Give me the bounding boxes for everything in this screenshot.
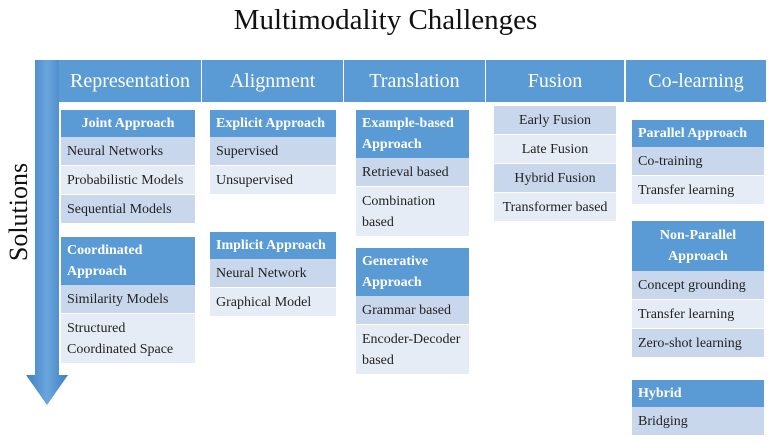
column-header-alignment: Alignment — [202, 60, 343, 102]
list-item: Transfer learning — [632, 176, 764, 205]
group-header: Hybrid — [632, 380, 764, 407]
group-header: Explicit Approach — [210, 110, 336, 137]
list-item: Early Fusion — [494, 106, 616, 135]
group-header: Coordinated Approach — [61, 237, 195, 285]
column-header-translation: Translation — [344, 60, 485, 102]
list-item: Retrieval based — [356, 158, 469, 187]
list-item: Combination based — [356, 187, 469, 237]
list-item: Graphical Model — [210, 288, 336, 317]
group-non-parallel-approach: Non-Parallel Approach Concept grounding … — [632, 221, 764, 358]
list-item: Transfer learning — [632, 300, 764, 329]
group-hybrid: Hybrid Bridging — [632, 380, 764, 436]
list-item: Late Fusion — [494, 135, 616, 164]
list-item: Zero-shot learning — [632, 329, 764, 358]
list-item: Neural Networks — [61, 137, 195, 166]
group-header: Joint Approach — [61, 110, 195, 137]
group-header: Non-Parallel Approach — [632, 221, 764, 271]
group-header: Parallel Approach — [632, 120, 764, 147]
group-explicit-approach: Explicit Approach Supervised Unsupervise… — [210, 110, 336, 195]
group-header: Implicit Approach — [210, 232, 336, 259]
group-parallel-approach: Parallel Approach Co-training Transfer l… — [632, 120, 764, 205]
list-item: Structured Coordinated Space — [61, 314, 195, 364]
list-item: Unsupervised — [210, 166, 336, 195]
list-item: Co-training — [632, 147, 764, 176]
group-header: Generative Approach — [356, 248, 469, 296]
list-item: Encoder-Decoder based — [356, 325, 469, 375]
group-coordinated-approach: Coordinated Approach Similarity Models S… — [61, 237, 195, 364]
group-implicit-approach: Implicit Approach Neural Network Graphic… — [210, 232, 336, 317]
group-joint-approach: Joint Approach Neural Networks Probabili… — [61, 110, 195, 224]
list-item: Transformer based — [494, 193, 616, 222]
list-item: Sequential Models — [61, 195, 195, 224]
column-header-representation: Representation — [59, 60, 201, 102]
list-item: Neural Network — [210, 259, 336, 288]
down-arrow-icon — [26, 60, 68, 405]
list-item: Bridging — [632, 407, 764, 436]
list-item: Hybrid Fusion — [494, 164, 616, 193]
list-item: Concept grounding — [632, 271, 764, 300]
diagram-title: Multimodality Challenges — [233, 4, 538, 36]
group-header: Example-based Approach — [356, 110, 469, 158]
list-item: Similarity Models — [61, 285, 195, 314]
column-header-co-learning: Co-learning — [626, 60, 766, 102]
column-header-fusion: Fusion — [486, 60, 624, 102]
group-example-based-approach: Example-based Approach Retrieval based C… — [356, 110, 469, 237]
list-item: Grammar based — [356, 296, 469, 325]
list-item: Probabilistic Models — [61, 166, 195, 195]
list-item: Supervised — [210, 137, 336, 166]
group-generative-approach: Generative Approach Grammar based Encode… — [356, 248, 469, 375]
group-fusion-methods: Early Fusion Late Fusion Hybrid Fusion T… — [494, 106, 616, 222]
